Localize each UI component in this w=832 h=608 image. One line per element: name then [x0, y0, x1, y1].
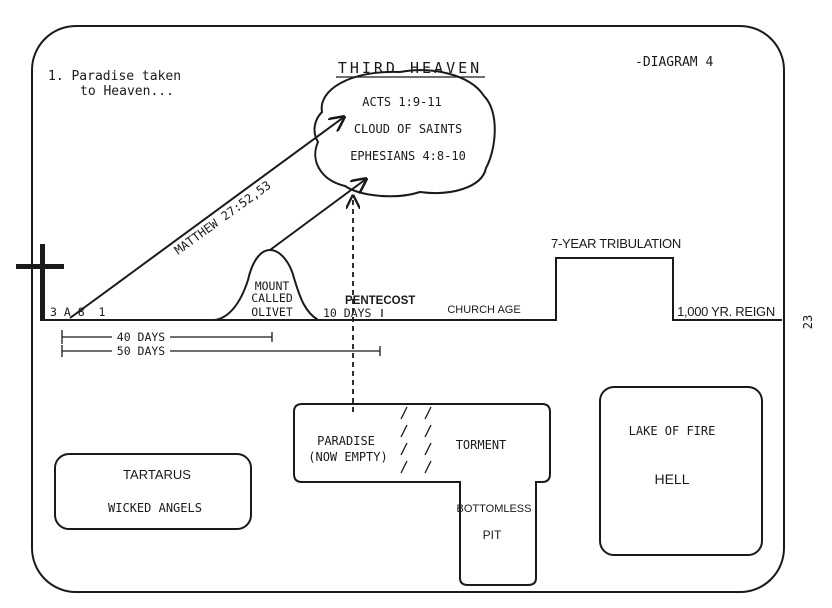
heaven-cloud	[313, 69, 496, 198]
lake-of-fire-box	[599, 386, 763, 556]
note-line-1: 1. Paradise taken	[48, 69, 181, 84]
diagram-frame	[31, 25, 785, 593]
tartarus-box	[54, 453, 252, 530]
bottomless-line-2: PIT	[483, 528, 502, 542]
ten-days-label: 10 DAYS	[323, 306, 372, 320]
timeline-start-marks: 3 A 8 1	[50, 305, 105, 319]
arrow-matthew-label: MATTHEW 27:52,53	[172, 178, 274, 257]
span-50-days-label: 50 DAYS	[117, 344, 166, 358]
tartarus-title: TARTARUS	[123, 467, 191, 482]
pentecost-label: PENTECOST	[345, 295, 415, 307]
note-line-2: to Heaven...	[80, 84, 174, 99]
span-50-days	[61, 345, 381, 357]
cloud-line-1: ACTS 1:9-11	[362, 95, 441, 109]
bottomless-line-1: BOTTOMLESS	[457, 503, 532, 515]
mount-line-1: MOUNT	[255, 279, 290, 293]
paradise-torment-divider	[400, 406, 432, 474]
span-40-days	[61, 330, 273, 344]
mount-olivet	[214, 248, 319, 321]
page-number: 23	[801, 315, 815, 329]
cloud-line-3: EPHESIANS 4:8-10	[350, 149, 466, 163]
mount-line-2: CALLED	[251, 291, 293, 305]
arrow-ascension	[269, 179, 366, 251]
heaven-title: THIRD HEAVEN	[338, 59, 482, 77]
torment-label: TORMENT	[456, 438, 507, 452]
reign-label: 1,000 YR. REIGN	[677, 304, 775, 319]
hades-box	[293, 403, 551, 586]
timeline-line	[40, 257, 782, 321]
diagram-label: -DIAGRAM 4	[635, 55, 713, 70]
paradise-line-2: (NOW EMPTY)	[308, 450, 387, 464]
lake-of-fire-label: LAKE OF FIRE	[629, 424, 716, 438]
arrow-matthew	[69, 117, 344, 319]
mount-line-3: OLIVET	[251, 305, 293, 319]
cross-icon	[16, 244, 64, 320]
span-40-days-label: 40 DAYS	[117, 330, 166, 344]
cloud-line-2: CLOUD OF SAINTS	[354, 122, 462, 136]
church-age-label: CHURCH AGE	[447, 304, 520, 316]
tartarus-subtitle: WICKED ANGELS	[108, 501, 202, 515]
paradise-line-1: PARADISE	[317, 434, 375, 448]
tribulation-label: 7-YEAR TRIBULATION	[551, 236, 681, 251]
hell-label: HELL	[654, 471, 689, 487]
